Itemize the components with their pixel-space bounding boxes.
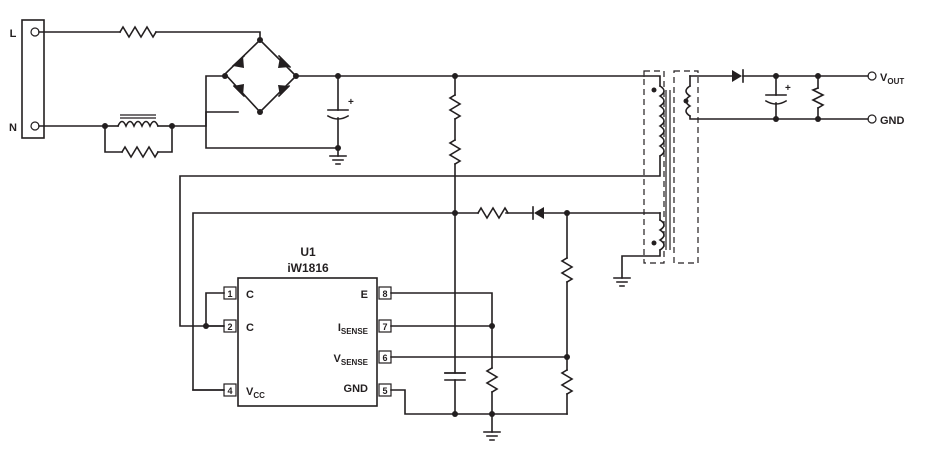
vsense-lower-resistor	[560, 368, 574, 396]
pin-name-7: ISENSE	[338, 322, 369, 336]
ac-input-connector: L N	[9, 19, 45, 139]
auxiliary-winding	[658, 218, 665, 252]
aux-diode	[534, 207, 544, 219]
pin-name-8: E	[361, 289, 368, 301]
input-inductor	[116, 120, 160, 128]
transformer	[179, 70, 869, 327]
line-input-wiring	[38, 25, 261, 41]
neutral-input-wiring	[38, 111, 239, 159]
gnd-label: GND	[880, 115, 905, 127]
ground-symbol-aux	[613, 277, 631, 287]
pin-name-5: GND	[344, 383, 369, 395]
bridge-diode-2	[278, 57, 290, 68]
pin-num-4: 4	[227, 386, 232, 396]
vsense-upper-resistor	[560, 256, 574, 284]
ground-symbol-ic	[483, 431, 501, 441]
pin-num-8: 8	[382, 289, 387, 299]
primary-winding	[658, 84, 665, 158]
ic-part: iW1816	[287, 261, 329, 275]
pin-name-6: VSENSE	[334, 353, 369, 367]
vout-terminal	[867, 71, 877, 81]
pin-name-4: VCC	[246, 386, 265, 400]
ic-ref: U1	[300, 245, 316, 259]
pin-num-2: 2	[227, 322, 232, 332]
dc-bus: +	[295, 73, 645, 374]
vcc-capacitor	[444, 372, 466, 381]
pin-num-7: 7	[382, 322, 387, 332]
aux-supply	[192, 206, 661, 415]
ic-body	[237, 277, 378, 407]
neutral-label: N	[9, 122, 17, 134]
ic-u1: U1 iW1816 1 C 2 C 4 VCC 8 E 7 ISENSE 6 V…	[223, 245, 392, 407]
bulk-cap-polarity: +	[348, 97, 354, 108]
output-stage: + VOUT GND	[689, 69, 905, 127]
neutral-terminal	[30, 121, 40, 131]
gnd-terminal	[867, 114, 877, 124]
startup-resistor-1	[448, 93, 462, 121]
aux-resistor	[476, 206, 510, 220]
bridge-rectifier	[205, 37, 339, 149]
output-diode	[732, 70, 742, 82]
input-resistor	[118, 25, 158, 39]
vout-label: VOUT	[880, 72, 904, 86]
pin-num-1: 1	[227, 289, 232, 299]
pin-num-5: 5	[382, 386, 387, 396]
output-load-resistor	[811, 86, 825, 110]
ic-wiring	[192, 292, 568, 441]
pin-name-2: C	[246, 322, 254, 334]
line-terminal	[30, 27, 40, 37]
line-label: L	[10, 28, 17, 40]
startup-resistor-2	[448, 138, 462, 166]
ground-symbol-primary	[329, 155, 347, 165]
output-cap-polarity: +	[785, 83, 791, 94]
pin-num-6: 6	[382, 353, 387, 363]
isense-resistor	[485, 366, 499, 394]
inductor-parallel-resistor	[120, 145, 160, 159]
pin-name-1: C	[246, 289, 254, 301]
